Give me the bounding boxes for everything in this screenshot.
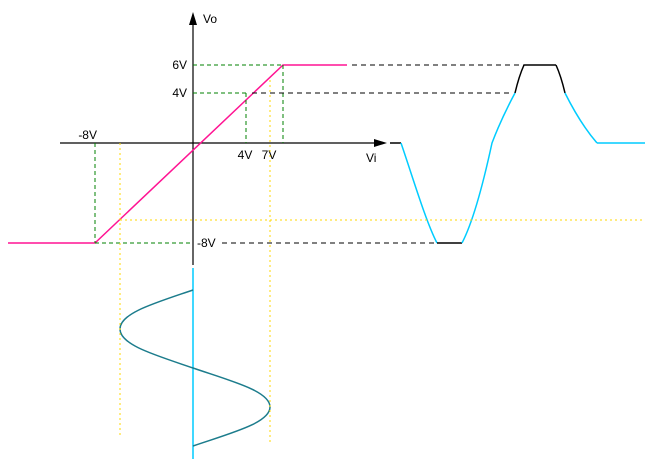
vo-axis-arrow-icon [189,12,197,25]
output-waveform [390,64,645,244]
output-transition-down-segment [555,64,566,94]
output-falling-edge [400,142,438,244]
output-rising-edge [461,92,516,244]
tick-vi-neg8v: -8V [78,128,97,142]
tick-vo-4v: 4V [172,86,187,100]
input-waveform [119,268,271,459]
vo-axis-label: Vo [203,12,217,26]
tick-vo-neg8v: -8V [197,236,216,250]
vi-axis-label: Vi [366,151,376,165]
input-sine-curve [119,289,271,447]
construction-lines [119,80,645,444]
transfer-curve [8,64,347,244]
tick-vi-4v: 4V [238,148,253,162]
output-transition-up-segment [514,64,525,94]
vi-axis-arrow-icon [374,139,387,147]
output-falling-edge-2 [564,92,598,144]
transfer-plot: Vo Vi 6V 4V -8V 4V 7V -8V [8,12,553,265]
tick-vi-7v: 7V [262,148,277,162]
tick-vo-6v: 6V [172,58,187,72]
